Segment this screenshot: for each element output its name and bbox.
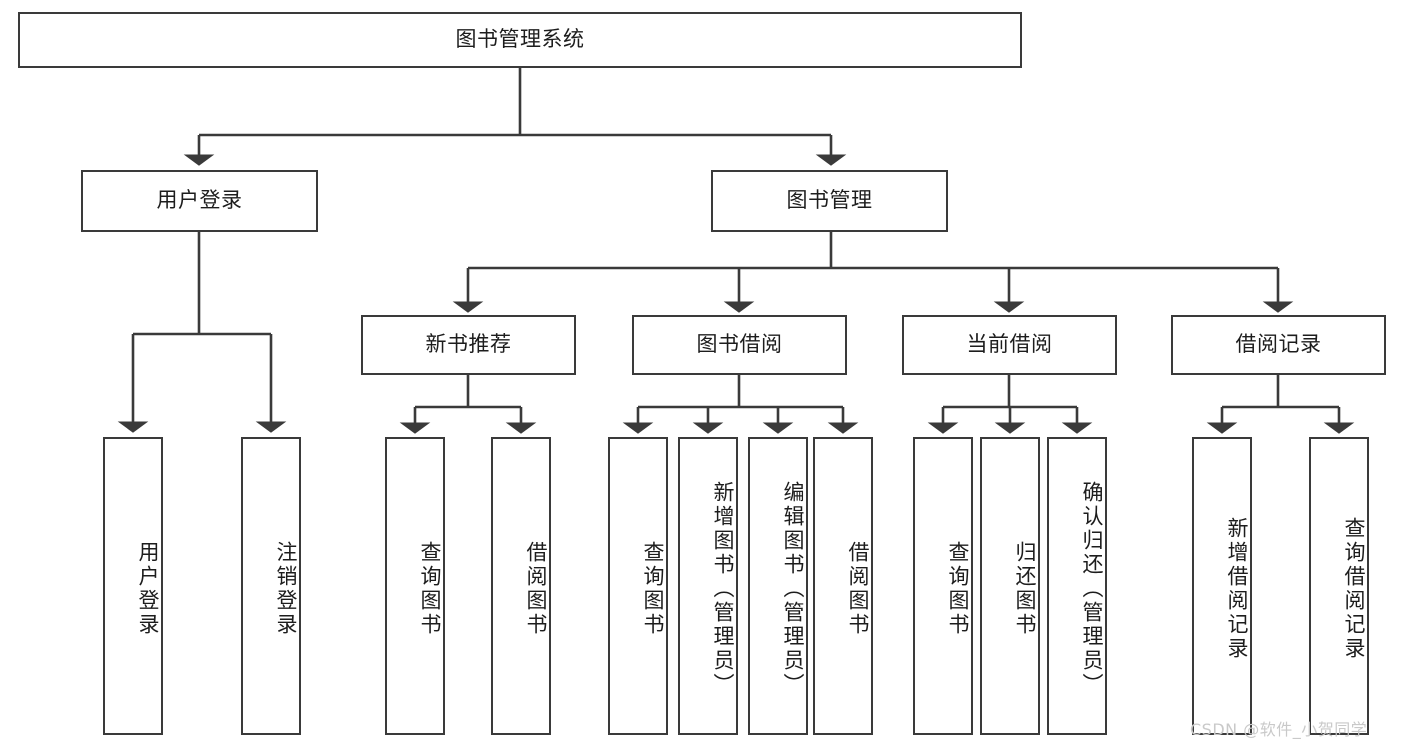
node-label: 查询图书 [418, 541, 442, 637]
node-label: 图书管理系统 [455, 27, 585, 52]
node-label: 借阅图书 [524, 541, 548, 637]
leaf-borrow-borrow-book[interactable]: 借阅图书 [813, 437, 873, 735]
node-label: 编辑图书（管理员） [781, 481, 805, 697]
node-current-borrow[interactable]: 当前借阅 [902, 315, 1117, 375]
leaf-current-return-book[interactable]: 归还图书 [980, 437, 1040, 735]
node-root-system[interactable]: 图书管理系统 [18, 12, 1022, 68]
node-label: 新书推荐 [425, 332, 512, 357]
node-label: 借阅记录 [1235, 332, 1322, 357]
node-label: 图书管理 [786, 188, 873, 213]
node-borrow-records[interactable]: 借阅记录 [1171, 315, 1386, 375]
leaf-records-add-record[interactable]: 新增借阅记录 [1192, 437, 1252, 735]
node-new-book-recommend[interactable]: 新书推荐 [361, 315, 576, 375]
leaf-user-login-signin[interactable]: 用户登录 [103, 437, 163, 735]
node-label: 查询图书 [641, 541, 665, 637]
node-label: 用户登录 [156, 188, 243, 213]
leaf-borrow-query-book[interactable]: 查询图书 [608, 437, 668, 735]
node-label: 确认归还（管理员） [1080, 481, 1104, 697]
leaf-borrow-edit-book[interactable]: 编辑图书（管理员） [748, 437, 808, 735]
node-label: 查询借阅记录 [1342, 517, 1366, 661]
leaf-current-query-book[interactable]: 查询图书 [913, 437, 973, 735]
leaf-user-login-signout[interactable]: 注销登录 [241, 437, 301, 735]
node-label: 图书借阅 [696, 332, 783, 357]
leaf-current-confirm-return[interactable]: 确认归还（管理员） [1047, 437, 1107, 735]
leaf-borrow-add-book[interactable]: 新增图书（管理员） [678, 437, 738, 735]
node-label: 新增借阅记录 [1225, 517, 1249, 661]
node-book-management[interactable]: 图书管理 [711, 170, 948, 232]
node-label: 新增图书（管理员） [711, 481, 735, 697]
node-book-borrow[interactable]: 图书借阅 [632, 315, 847, 375]
node-label: 注销登录 [274, 541, 298, 637]
node-label: 归还图书 [1013, 541, 1037, 637]
leaf-records-query-record[interactable]: 查询借阅记录 [1309, 437, 1369, 735]
node-label: 当前借阅 [966, 332, 1053, 357]
node-user-login[interactable]: 用户登录 [81, 170, 318, 232]
node-label: 借阅图书 [846, 541, 870, 637]
node-label: 查询图书 [946, 541, 970, 637]
leaf-recommend-borrow-book[interactable]: 借阅图书 [491, 437, 551, 735]
node-label: 用户登录 [136, 541, 160, 637]
watermark-text: CSDN @软件_小贺同学 [1190, 720, 1368, 739]
leaf-recommend-query-book[interactable]: 查询图书 [385, 437, 445, 735]
